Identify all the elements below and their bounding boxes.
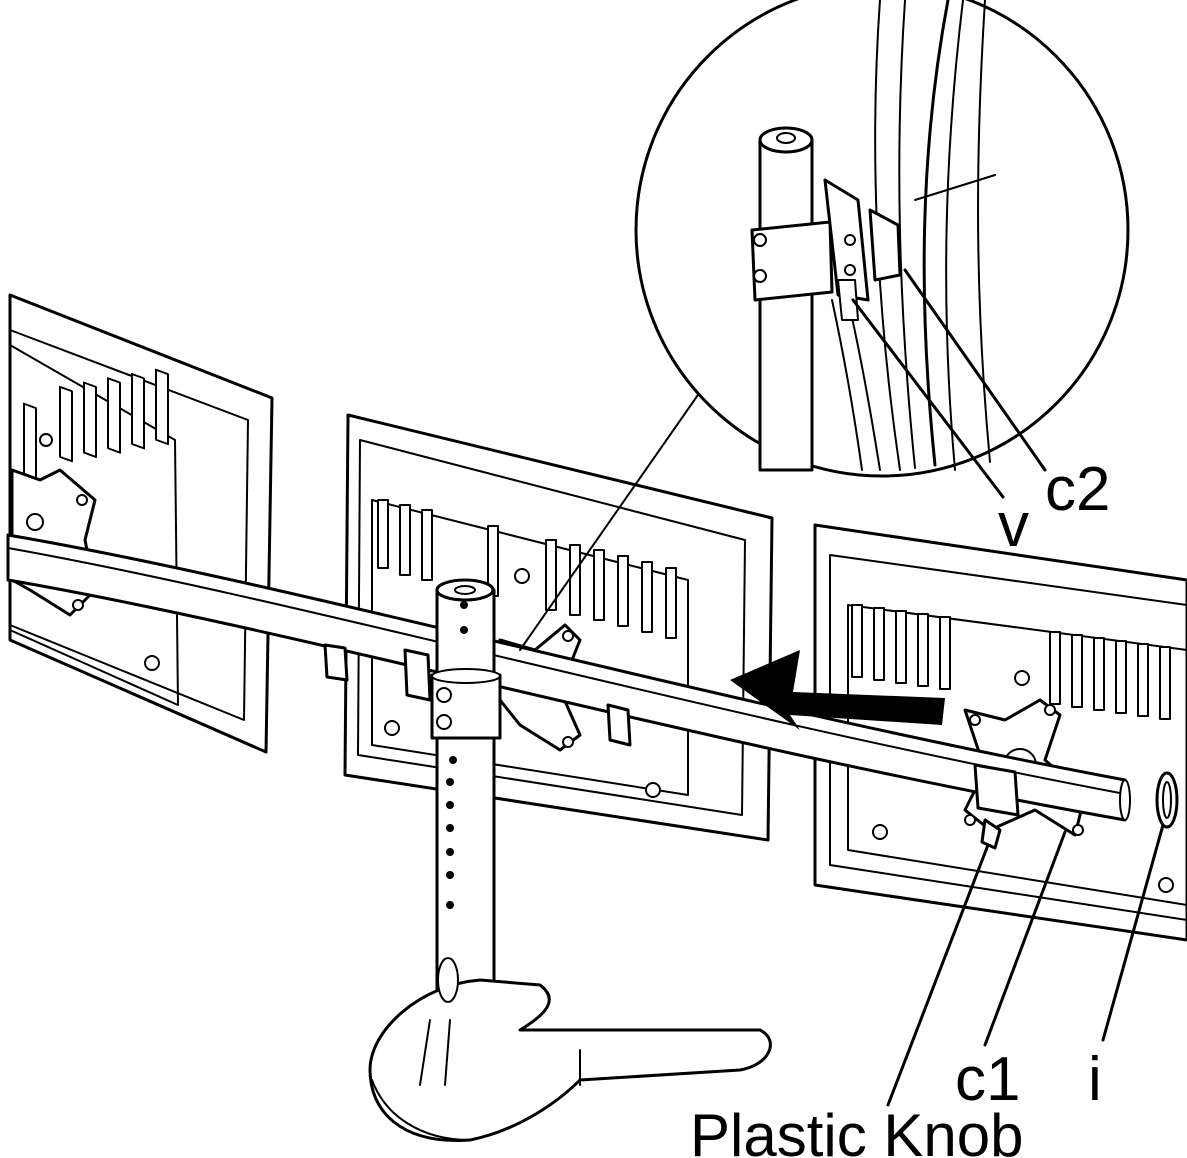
end-cap-i: [1155, 771, 1179, 829]
detail-pole: [750, 126, 834, 472]
label-c1: c1: [955, 1045, 1020, 1114]
crossbar-clips: [323, 643, 1020, 817]
arrow-left-icon: [730, 650, 945, 730]
label-c2: c2: [1045, 455, 1110, 524]
right-monitor-vents: [851, 604, 1171, 720]
label-i: i: [1088, 1045, 1102, 1114]
label-v: v: [998, 491, 1029, 560]
curved-crossbar: [6, 533, 1179, 850]
stand-pole: [430, 578, 502, 1032]
detail-callout: [519, 0, 1130, 651]
leader-lines: [851, 268, 1165, 1107]
stand-base: [368, 957, 772, 1142]
plastic-knob: [980, 818, 1002, 850]
detail-cable-v: [831, 279, 881, 471]
pole-collar: [430, 668, 502, 740]
detail-clip-c2: [823, 178, 902, 302]
center-monitor-vents: [377, 499, 677, 639]
left-monitor-vents: [23, 368, 169, 480]
left-monitor: [8, 293, 274, 754]
label-plastic-knob: Plastic Knob: [690, 1102, 1024, 1158]
